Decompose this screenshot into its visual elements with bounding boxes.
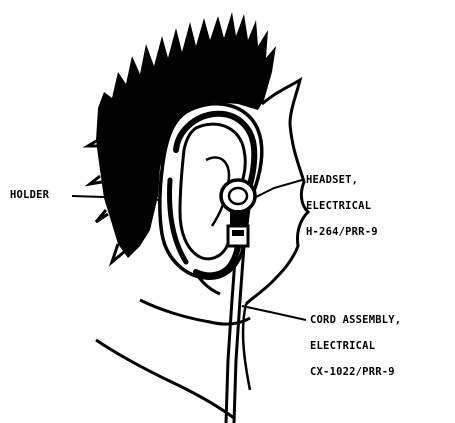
cord-label-line3: CX-1022/PRR-9 bbox=[310, 366, 401, 392]
cord-leader bbox=[242, 306, 306, 320]
headset-label-line2: ELECTRICAL bbox=[306, 200, 378, 226]
headset-leader bbox=[254, 180, 302, 198]
cord-label: CORD ASSEMBLY, ELECTRICAL CX-1022/PRR-9 bbox=[310, 314, 401, 392]
headset-earpiece bbox=[221, 180, 255, 212]
cord-label-line1: CORD ASSEMBLY, bbox=[310, 314, 401, 340]
headset-label: HEADSET, ELECTRICAL H-264/PRR-9 bbox=[306, 174, 378, 252]
headset-label-line3: H-264/PRR-9 bbox=[306, 226, 378, 252]
holder-label: HOLDER bbox=[10, 189, 49, 201]
cord-label-line2: ELECTRICAL bbox=[310, 340, 401, 366]
headset-label-line1: HEADSET, bbox=[306, 174, 378, 200]
